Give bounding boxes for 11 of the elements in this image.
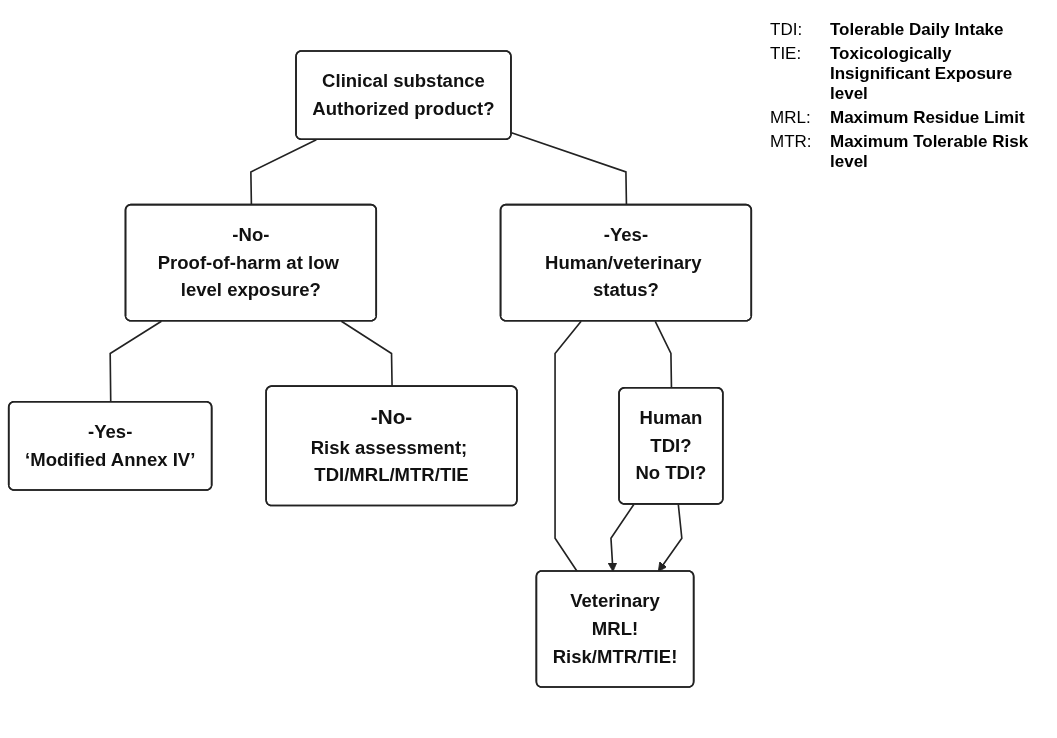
connector [340,320,393,388]
abbreviation: TDI: [770,20,804,40]
abbreviation: MRL: [770,108,812,128]
abbreviation: TIE: [770,44,803,65]
arrow [607,503,635,572]
abbreviation-definition: Toxicologically Insignificant Exposure level [830,44,1014,104]
arrow [657,503,683,572]
abbreviation: MTR: [770,132,813,153]
abbreviation-definition: Maximum Residue Limit [830,108,1026,128]
abbreviation-definition: Tolerable Daily Intake [830,20,1005,40]
abbreviation-definition: Maximum Tolerable Risk level [830,132,1030,172]
